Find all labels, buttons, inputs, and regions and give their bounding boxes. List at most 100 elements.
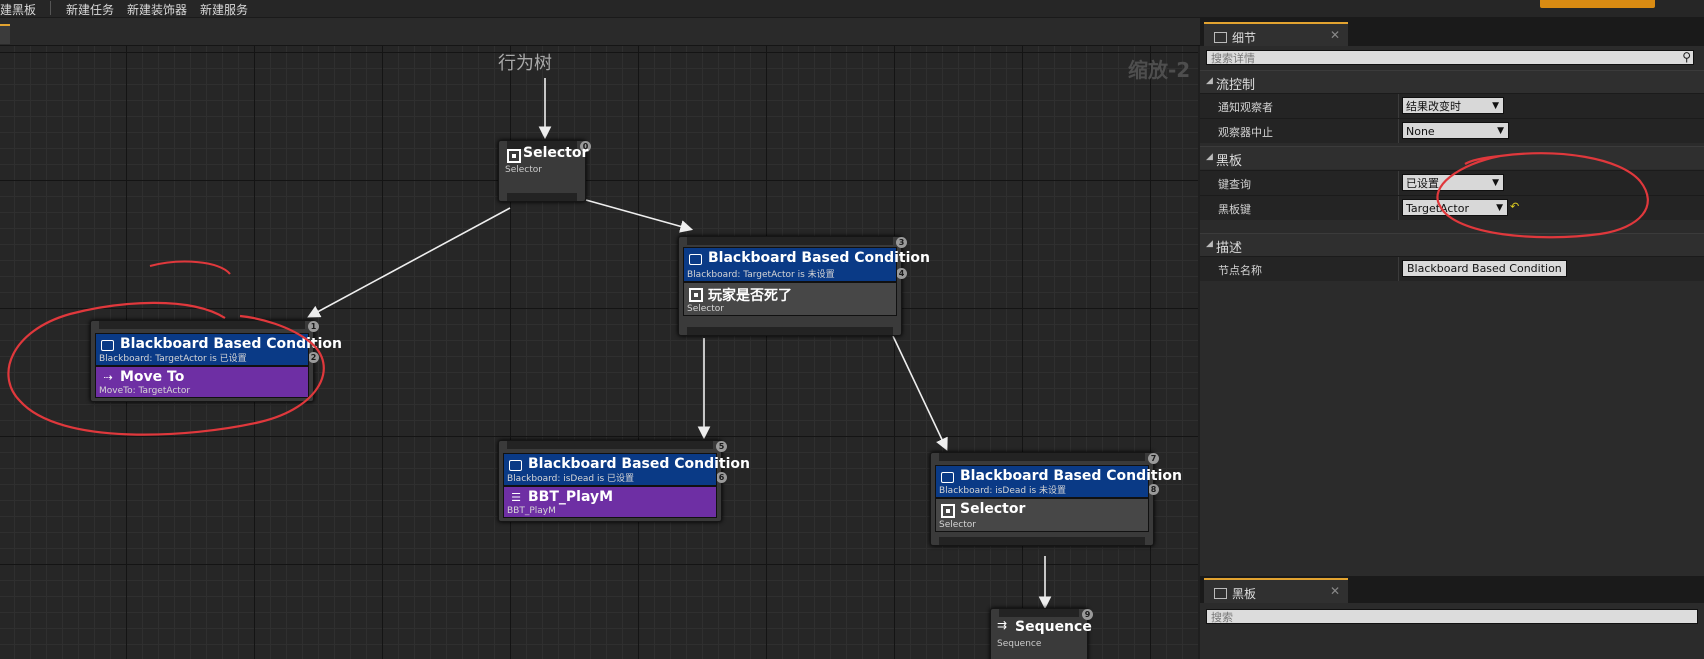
composite-title: Selector xyxy=(960,501,1026,517)
key-query-dropdown[interactable]: 已设置 ▼ xyxy=(1402,174,1504,191)
category-flow-control[interactable]: ◢ 流控制 xyxy=(1200,70,1704,93)
zoom-level: 缩放-2 xyxy=(1128,58,1191,82)
close-icon[interactable]: ✕ xyxy=(1329,584,1340,598)
decorator-subtitle: Blackboard: TargetActor is 未设置 xyxy=(687,270,835,280)
decorator-title: Blackboard Based Condition xyxy=(120,336,343,352)
bbc-node-left[interactable]: 1 2 Blackboard Based Condition Blackboar… xyxy=(90,320,342,402)
menu-item-new-service[interactable]: 新建服务 xyxy=(200,3,249,17)
blackboard-key-dropdown[interactable]: TargetActor ▼ xyxy=(1402,199,1508,216)
tab-details-label: 细节 xyxy=(1232,31,1257,45)
blackboard-search-input[interactable]: 搜索 xyxy=(1206,609,1698,624)
node-title: Selector xyxy=(523,145,589,161)
task-section[interactable]: ⇢ Move To MoveTo: TargetActor xyxy=(95,366,309,398)
decorator-title: Blackboard Based Condition xyxy=(960,468,1183,484)
menu-item-new-task[interactable]: 新建任务 xyxy=(66,3,115,17)
decorator-subtitle: Blackboard: isDead is 已设置 xyxy=(507,474,635,484)
decorator-title: Blackboard Based Condition xyxy=(528,456,751,472)
task-title: Move To xyxy=(120,369,185,385)
menu-item-new-blackboard[interactable]: 建黑板 xyxy=(0,3,37,17)
category-description[interactable]: ◢ 描述 xyxy=(1200,233,1704,256)
row-label: 键查询 xyxy=(1218,178,1251,191)
observer-aborts-dropdown[interactable]: None ▼ xyxy=(1402,122,1509,139)
row-label: 通知观察者 xyxy=(1218,101,1273,114)
monitor-icon xyxy=(941,472,954,483)
right-panel: 细节 ✕ 搜索详情 ⚲ ◢ 流控制 通知观察者 结果改变时 ▼ 观察器中止 No… xyxy=(1200,18,1704,659)
tab-blackboard[interactable]: 黑板 ✕ xyxy=(1204,578,1348,606)
details-search-input[interactable]: 搜索详情 ⚲ xyxy=(1206,50,1694,65)
search-placeholder: 搜索 xyxy=(1211,611,1233,624)
dropdown-arrow-icon: ▼ xyxy=(1492,101,1499,111)
decorator-section[interactable]: Blackboard Based Condition Blackboard: T… xyxy=(95,333,342,366)
row-label: 节点名称 xyxy=(1218,264,1262,277)
sequence-icon: ⇉ xyxy=(997,618,1008,632)
bbc-node-right[interactable]: 7 8 Blackboard Based Condition Blackboar… xyxy=(930,452,1182,546)
task-subtitle: MoveTo: TargetActor xyxy=(99,386,191,396)
sequence-node[interactable]: 9 ⇉ Sequence Sequence xyxy=(990,608,1093,659)
composite-subtitle: Selector xyxy=(939,520,976,530)
node-title: Sequence xyxy=(1015,619,1092,635)
selector-icon xyxy=(689,288,703,302)
node-name-input[interactable]: Blackboard Based Condition xyxy=(1402,260,1567,277)
details-tab-icon xyxy=(1214,32,1227,43)
collapse-arrow-icon: ◢ xyxy=(1206,239,1213,249)
row-label: 观察器中止 xyxy=(1218,126,1273,139)
menu-separator xyxy=(50,1,51,15)
monitor-icon xyxy=(509,460,522,471)
dropdown-arrow-icon: ▼ xyxy=(1497,126,1504,136)
dropdown-arrow-icon: ▼ xyxy=(1496,203,1503,213)
node-index-badge: 8 xyxy=(1148,484,1159,495)
node-subtitle: Selector xyxy=(505,165,542,175)
graph-tab-strip xyxy=(0,18,1200,46)
search-icon: ⚲ xyxy=(1682,50,1691,64)
graph-tab[interactable] xyxy=(0,24,10,44)
task-section[interactable]: ☰ BBT_PlayM BBT_PlayM xyxy=(503,486,717,518)
details-panel: 搜索详情 ⚲ ◢ 流控制 通知观察者 结果改变时 ▼ 观察器中止 None ▼ … xyxy=(1200,46,1704,576)
wire-selector-to-top xyxy=(585,199,694,233)
wire-top-to-right xyxy=(892,335,948,451)
composite-subtitle: Selector xyxy=(687,304,724,314)
notify-observer-dropdown[interactable]: 结果改变时 ▼ xyxy=(1402,97,1504,114)
blackboard-tab-icon xyxy=(1214,588,1227,599)
node-index-badge: 7 xyxy=(1148,453,1159,464)
selector-icon xyxy=(507,149,521,163)
category-blackboard[interactable]: ◢ 黑板 xyxy=(1200,146,1704,169)
composite-section[interactable]: 玩家是否死了 Selector xyxy=(683,282,897,316)
selector-node-root[interactable]: 0 Selector Selector xyxy=(498,140,591,202)
node-index-badge: 1 xyxy=(308,321,319,332)
close-icon[interactable]: ✕ xyxy=(1329,28,1340,42)
category-label: 流控制 xyxy=(1216,78,1256,93)
decorator-subtitle: Blackboard: TargetActor is 已设置 xyxy=(99,354,247,364)
selector-icon xyxy=(941,504,955,518)
category-label: 黑板 xyxy=(1216,154,1243,169)
node-subtitle: Sequence xyxy=(997,639,1042,649)
tab-details[interactable]: 细节 ✕ xyxy=(1204,22,1348,50)
composite-section[interactable]: Selector Selector xyxy=(935,498,1149,532)
task-title: BBT_PlayM xyxy=(528,489,614,505)
composite-title: 玩家是否死了 xyxy=(708,288,792,304)
row-observer-aborts: 观察器中止 None ▼ xyxy=(1200,118,1704,143)
behavior-tree-graph[interactable]: 行为树 缩放-2 0 Selector Selector 3 4 Blackbo… xyxy=(0,46,1198,659)
node-index-badge: 6 xyxy=(716,472,727,483)
wire-selector-to-left xyxy=(307,207,511,318)
graph-title: 行为树 xyxy=(498,53,552,74)
row-notify-observer: 通知观察者 结果改变时 ▼ xyxy=(1200,93,1704,118)
reset-to-default-icon[interactable]: ↶ xyxy=(1510,200,1520,213)
node-index-badge: 5 xyxy=(716,441,727,452)
blackboard-panel: 搜索 xyxy=(1200,603,1704,659)
collapse-arrow-icon: ◢ xyxy=(1206,152,1213,162)
decorator-section[interactable]: Blackboard Based Condition Blackboard: i… xyxy=(935,465,1182,498)
monitor-icon xyxy=(689,254,702,265)
bbc-node-middle[interactable]: 5 6 Blackboard Based Condition Blackboar… xyxy=(498,440,750,522)
toolbar-action-button[interactable] xyxy=(1540,0,1655,8)
move-to-icon: ⇢ xyxy=(103,371,113,384)
decorator-section[interactable]: Blackboard Based Condition Blackboard: T… xyxy=(683,247,930,282)
row-node-name: 节点名称 Blackboard Based Condition xyxy=(1200,256,1704,281)
node-index-badge: 0 xyxy=(580,141,591,152)
decorator-section[interactable]: Blackboard Based Condition Blackboard: i… xyxy=(503,453,750,486)
node-index-badge: 4 xyxy=(896,268,907,279)
bbc-node-top[interactable]: 3 4 Blackboard Based Condition Blackboar… xyxy=(678,236,930,336)
menu-item-new-decorator[interactable]: 新建装饰器 xyxy=(127,3,188,17)
search-placeholder: 搜索详情 xyxy=(1211,52,1255,65)
decorator-subtitle: Blackboard: isDead is 未设置 xyxy=(939,486,1067,496)
dropdown-arrow-icon: ▼ xyxy=(1492,178,1499,188)
